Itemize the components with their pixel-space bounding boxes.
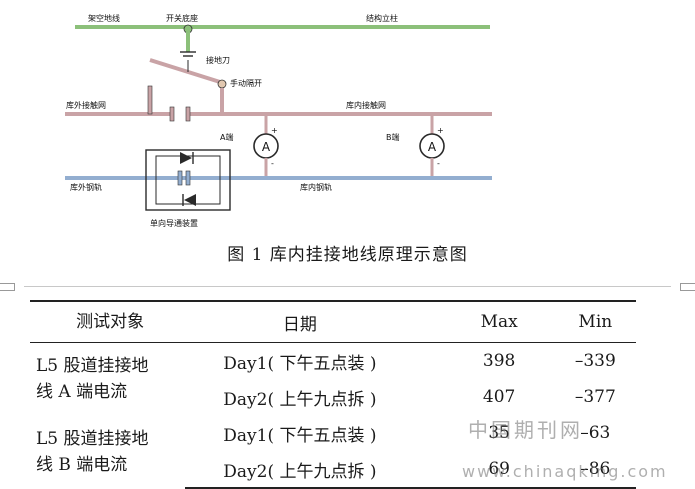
rail-insulated-joint-right [185,170,191,186]
measurement-table: 测试对象 日期 Max Min L5 股道挂接地 线 A 端电流 Day1( 下… [30,300,636,489]
label-switch-base: 开关底座 [166,13,198,23]
label-end-b: B端 [386,132,400,142]
label-one-way-device: 单向导通装置 [150,218,198,228]
switch-base-node [183,24,193,34]
test-object-b-line-2: 线 B 端电流 [36,454,128,475]
label-inner-rail: 库内钢轨 [300,182,332,192]
ammeter-a-plus: + [271,126,278,135]
header-date: 日期 [185,300,415,343]
label-outer-rail: 库外钢轨 [70,182,102,192]
label-structure-column: 结构立柱 [366,13,398,23]
ammeter-b-symbol: A [428,140,437,154]
test-object-a-line-1: L5 股道挂接地 [36,356,149,376]
table-row: Day2( 上午九点拆 ) 407 –377 [30,379,636,415]
cell-min: –63 [580,423,611,443]
page-break-line [24,286,671,287]
page-break-mark-right [680,283,695,291]
label-end-a: A端 [220,132,233,142]
ammeter-b-minus: - [437,159,440,168]
cell-max: 69 [414,451,555,489]
label-overhead-ground-wire: 架空地线 [88,13,120,23]
header-test-object: 测试对象 [30,300,186,343]
table-header-row: 测试对象 日期 Max Min [30,300,636,343]
diode-bottom [184,194,196,206]
table-row: L5 股道挂接地 线 A 端电流 Day1( 下午五点装 ) 398 –339 [30,343,636,402]
cell-min: –86 [554,451,636,489]
grounding-principle-diagram: 架空地线 开关底座 结构立柱 接地刀 手动隔开 库外接触网 库内接触网 A A端… [65,13,492,228]
page-break-mark-left [0,283,15,291]
label-grounding-knife: 接地刀 [206,55,230,65]
one-way-device-frame [145,149,231,211]
label-outer-contact-net: 库外接触网 [66,100,106,110]
label-inner-contact-net: 库内接触网 [346,100,386,110]
test-object-a-line-2: 线 A 端电流 [36,382,128,402]
table-row: L5 股道挂接地 线 B 端电流 Day1( 下午五点装 ) 35 –63 [30,415,636,475]
ammeter-a-minus: - [271,159,274,168]
section-insulator-right [185,106,191,122]
test-object-b-line-1: L5 股道挂接地 [36,428,149,449]
label-manual-disconnector: 手动隔开 [230,78,262,88]
header-max: Max [414,300,555,343]
section-insulator-left [169,106,175,122]
page-break-divider [0,283,695,291]
header-min: Min [554,300,636,343]
diode-top [180,152,192,164]
cell-date: Day2( 上午九点拆 ) [223,389,377,410]
ammeter-b-plus: + [437,126,444,135]
cell-max: 35 [488,423,510,443]
cell-min: –377 [574,387,616,407]
cell-date: Day1( 下午五点装 ) [223,425,377,446]
cell-max: 407 [482,387,516,407]
grounding-knife-arm [149,58,221,84]
test-object-a: L5 股道挂接地 线 A 端电流 [30,343,185,416]
cell-date: Day2( 上午九点拆 ) [185,451,415,489]
cell-date: Day1( 下午五点装 ) [223,353,377,374]
test-object-b: L5 股道挂接地 线 B 端电流 [30,415,185,488]
ammeter-a-symbol: A [262,140,271,154]
cell-max: 398 [482,351,516,371]
cell-min: –339 [574,351,616,371]
manual-disconnector-node [217,79,227,89]
rail-insulated-joint-left [177,170,183,186]
outer-contact-net-post [147,85,153,115]
figure-caption: 图 1 库内挂接地线原理示意图 [227,245,468,265]
